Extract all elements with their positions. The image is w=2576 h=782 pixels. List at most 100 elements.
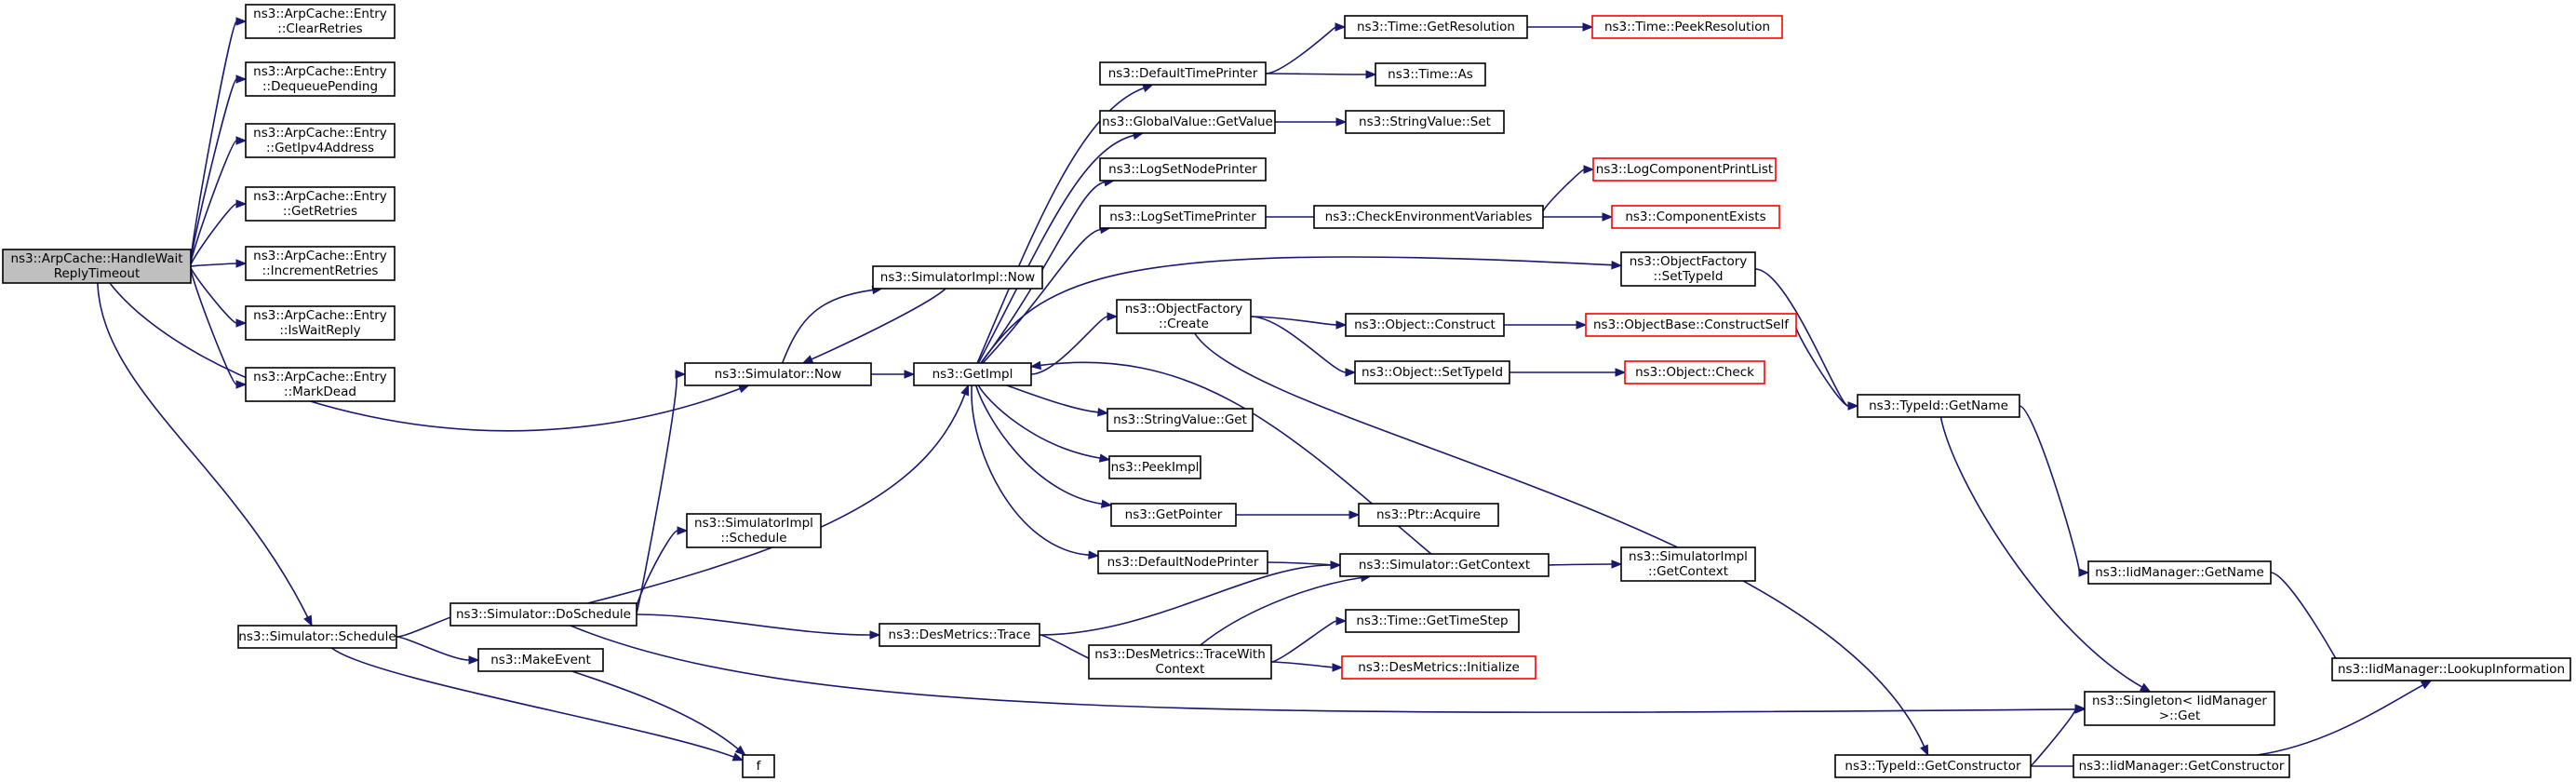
edge-line (1030, 316, 1108, 375)
node-getimpl[interactable]: ns3::GetImpl (913, 362, 1032, 386)
edge-dtp-to-timeas (1265, 70, 1377, 79)
edge-line (109, 282, 741, 432)
node-iswait[interactable]: ns3::ArpCache::Entry::IsWaitReply (245, 305, 396, 341)
node-implnow[interactable]: ns3::SimulatorImpl::Now (872, 265, 1043, 290)
arrowhead-icon (1107, 312, 1119, 321)
node-lcpl[interactable]: ns3::LogComponentPrintList (1592, 157, 1777, 182)
node-box (1341, 655, 1536, 680)
node-label: ns3::IidManager::GetConstructor (2079, 759, 2285, 774)
node-box (1620, 251, 1756, 287)
node-box (1857, 394, 2020, 418)
node-iidgetname[interactable]: ns3::IidManager::GetName (2087, 560, 2272, 585)
node-dequeue[interactable]: ns3::ArpCache::Entry::DequeuePending (245, 61, 396, 97)
node-iidgetctor[interactable]: ns3::IidManager::GetConstructor (2073, 754, 2290, 778)
node-label: ns3::Object::Check (1635, 365, 1754, 380)
node-tidgetname[interactable]: ns3::TypeId::GetName (1857, 394, 2020, 418)
node-objsettid[interactable]: ns3::Object::SetTypeId (1354, 360, 1510, 384)
arrowhead-icon (1088, 550, 1100, 560)
node-box (2087, 560, 2272, 585)
node-checkenv[interactable]: ns3::CheckEnvironmentVariables (1313, 205, 1544, 229)
node-ofsettid[interactable]: ns3::ObjectFactory::SetTypeId (1620, 251, 1756, 287)
edge-ofcreate-to-objsettid (1250, 316, 1357, 377)
edge-line (2019, 405, 2080, 573)
edge-line (1754, 268, 1849, 407)
node-getretries[interactable]: ns3::ArpCache::Entry::GetRetries (245, 186, 396, 222)
arrowhead-icon (869, 630, 881, 640)
node-obcs[interactable]: ns3::ObjectBase::ConstructSelf (1585, 313, 1797, 337)
node-ofcreate[interactable]: ns3::ObjectFactory::Create (1116, 299, 1252, 334)
arrowhead-icon (738, 384, 750, 394)
node-implschedule[interactable]: ns3::SimulatorImpl::Schedule (686, 513, 822, 548)
node-getipv4[interactable]: ns3::ArpCache::Entry::GetIpv4Address (245, 123, 396, 158)
node-box (245, 367, 396, 402)
arrowhead-icon (734, 745, 746, 756)
node-label: ns3::Time::GetTimeStep (1356, 613, 1508, 628)
node-markdead[interactable]: ns3::ArpCache::Entry::MarkDead (245, 367, 396, 402)
edge-line (396, 636, 470, 661)
node-label: ns3::Time::As (1388, 67, 1473, 82)
node-peekimpl[interactable]: ns3::PeekImpl (1108, 455, 1201, 479)
node-dtp[interactable]: ns3::DefaultTimePrinter (1099, 61, 1267, 86)
node-label: ns3::Time::GetResolution (1357, 20, 1515, 34)
arrowhead-icon (904, 370, 916, 379)
node-objcheck[interactable]: ns3::Object::Check (1624, 360, 1765, 384)
node-dnp[interactable]: ns3::DefaultNodePrinter (1097, 550, 1268, 574)
node-desinit[interactable]: ns3::DesMetrics::Initialize (1341, 655, 1536, 680)
node-box (1116, 299, 1252, 334)
node-label: ::GetContext (1648, 564, 1728, 579)
edge-simnow-to-implnow (781, 285, 884, 364)
node-makeevent[interactable]: ns3::MakeEvent (477, 648, 604, 672)
node-simschedule[interactable]: ns3::Simulator::Schedule (237, 625, 397, 649)
node-ptracq[interactable]: ns3::Ptr::Acquire (1358, 503, 1499, 527)
edge-line (190, 263, 237, 267)
node-singleton[interactable]: ns3::Singleton< IidManager >::Get (2084, 691, 2275, 726)
edge-line (982, 228, 1101, 364)
node-label: ns3::ObjectFactory (1630, 254, 1748, 269)
node-label: ns3::LogSetNodePrinter (1108, 162, 1257, 177)
node-gettimestep[interactable]: ns3::Time::GetTimeStep (1345, 609, 1520, 633)
edge-getpointer-to-ptracq (1236, 510, 1361, 519)
node-box (742, 754, 775, 778)
edge-getimpl-to-dnp (971, 384, 1100, 560)
node-label: ns3::Simulator::Now (715, 367, 842, 382)
node-implgetctx[interactable]: ns3::SimulatorImpl::GetContext (1620, 546, 1756, 582)
arrowhead-icon (1332, 663, 1344, 672)
node-box (1345, 609, 1520, 633)
node-timeas[interactable]: ns3::Time::As (1375, 62, 1486, 87)
node-compexists[interactable]: ns3::ComponentExists (1611, 205, 1780, 229)
node-getpointer[interactable]: ns3::GetPointer (1110, 503, 1237, 527)
edge-line (1540, 169, 1585, 218)
node-label: ns3::ArpCache::HandleWait (10, 251, 182, 266)
node-getres[interactable]: ns3::Time::GetResolution (1344, 15, 1528, 39)
edge-line (1265, 26, 1336, 74)
node-lsnp[interactable]: ns3::LogSetNodePrinter (1099, 157, 1267, 182)
node-box (1620, 546, 1756, 582)
node-clear[interactable]: ns3::ArpCache::Entry::ClearRetries (245, 4, 396, 39)
node-incr[interactable]: ns3::ArpCache::Entry::IncrementRetries (245, 246, 396, 281)
node-simnow[interactable]: ns3::Simulator::Now (684, 362, 872, 386)
node-objconstruct[interactable]: ns3::Object::Construct (1345, 313, 1505, 337)
arrowhead-icon (235, 380, 248, 389)
node-box (1358, 503, 1499, 527)
edge-ofcreate-to-objconstruct (1250, 316, 1348, 330)
node-label: ::MarkDead (284, 384, 356, 399)
node-trace[interactable]: ns3::DesMetrics::Trace (879, 623, 1040, 647)
node-tidgetctor[interactable]: ns3::TypeId::GetConstructor (1834, 754, 2032, 778)
node-f[interactable]: f (742, 754, 775, 778)
node-peekres[interactable]: ns3::Time::PeekResolution (1591, 15, 1783, 39)
arrowhead-icon (731, 752, 745, 762)
node-lstp[interactable]: ns3::LogSetTimePrinter (1099, 205, 1267, 229)
arrowhead-icon (1611, 260, 1623, 270)
node-doschedule[interactable]: ns3::Simulator::DoSchedule (449, 602, 637, 627)
node-svset[interactable]: ns3::StringValue::Set (1345, 110, 1505, 134)
edge-makeevent-to-f (571, 670, 746, 756)
arrowhead-icon (235, 259, 248, 268)
node-svget[interactable]: ns3::StringValue::Get (1107, 408, 1254, 432)
node-label: ns3::TypeId::GetConstructor (1845, 759, 2021, 774)
node-gvget[interactable]: ns3::GlobalValue::GetValue (1099, 110, 1276, 134)
node-simgetctx[interactable]: ns3::Simulator::GetContext (1339, 553, 1550, 577)
arrowhead-icon (1365, 70, 1377, 79)
node-lookup[interactable]: ns3::IidManager::LookupInformation (2331, 657, 2571, 681)
